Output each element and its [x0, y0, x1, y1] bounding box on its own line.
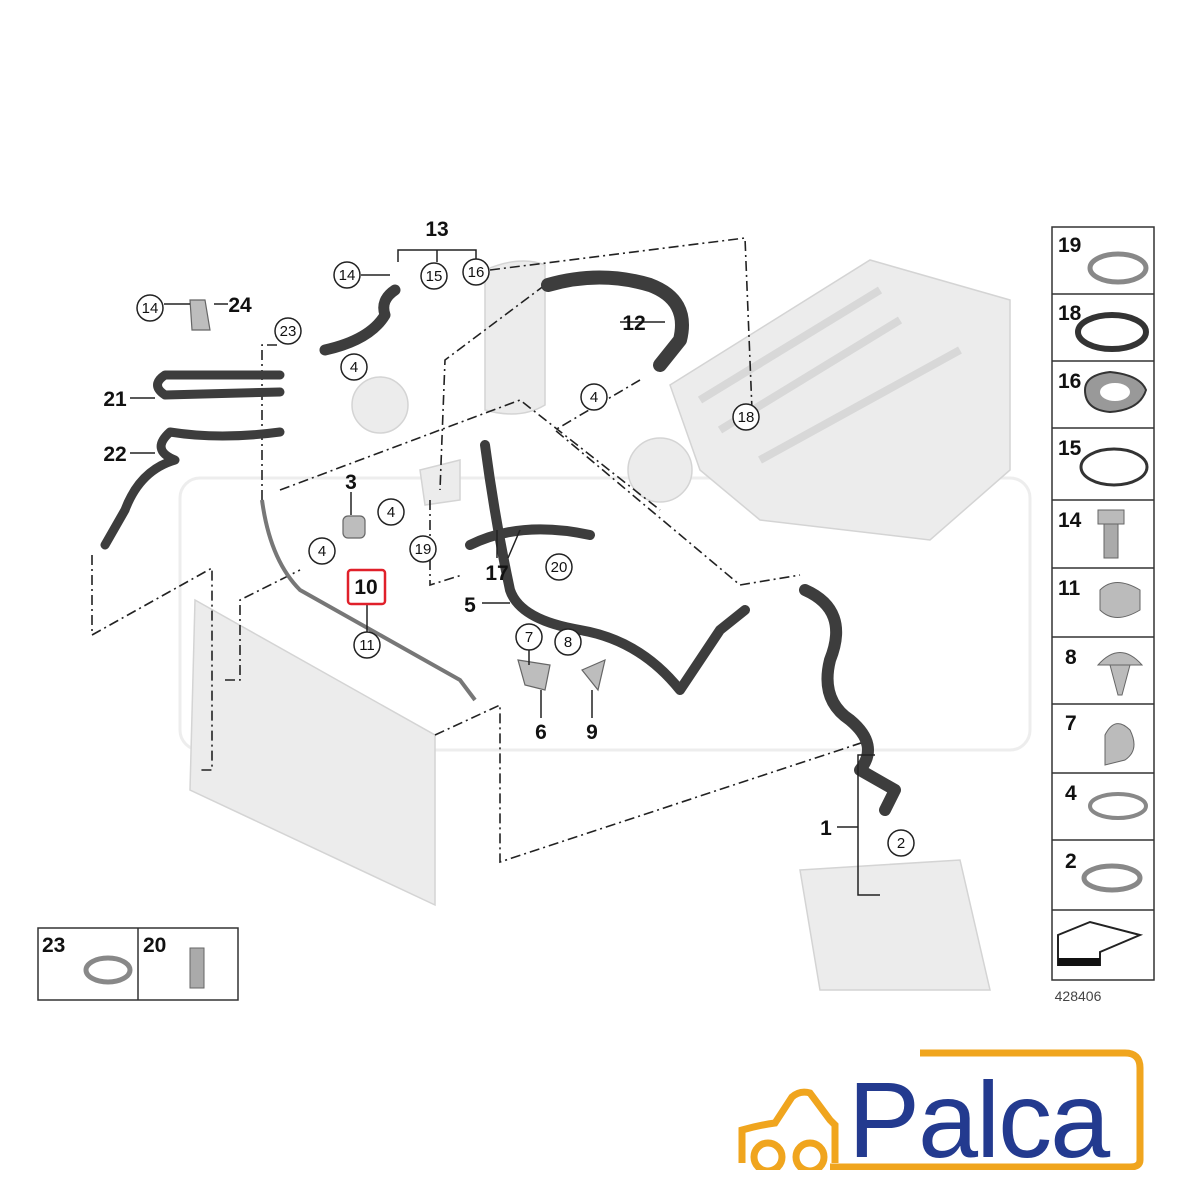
callout-12: 12	[622, 312, 645, 335]
callout-15: 15	[426, 268, 443, 285]
clip-icon	[1099, 582, 1141, 618]
legend-18: 18	[1058, 302, 1082, 325]
seal-ring-icon	[1079, 447, 1149, 487]
callout-4-right: 4	[590, 389, 598, 406]
expansion-tank	[484, 260, 546, 415]
holder-clip-icon	[1104, 723, 1135, 766]
water-pump	[799, 859, 991, 991]
thermostat-housing	[351, 376, 693, 506]
legend-2: 2	[1065, 850, 1077, 873]
callout-1: 1	[820, 817, 832, 840]
side-legend: 19 18 16 15 14 11 8 7 4 2 428406	[1051, 226, 1155, 1004]
callout-22: 22	[103, 443, 126, 466]
car-icon	[738, 1088, 839, 1163]
o-ring-icon	[1075, 312, 1149, 352]
clamp-icon	[83, 955, 133, 985]
spring-clamp-icon	[1088, 792, 1148, 820]
legend-15: 15	[1058, 437, 1082, 460]
callout-20: 20	[551, 559, 568, 576]
callout-4-top: 4	[350, 359, 358, 376]
palca-logo: Palca	[730, 1045, 1150, 1170]
legend-20: 20	[143, 934, 166, 957]
callout-10-highlighted: 10	[354, 576, 377, 599]
bolt-icon	[1103, 521, 1119, 559]
callout-24: 24	[228, 294, 252, 317]
callout-6: 6	[535, 721, 547, 744]
bolt-icon	[189, 947, 205, 989]
legend-8: 8	[1065, 646, 1077, 669]
band-clamp-icon	[1081, 863, 1143, 893]
callouts-plain: 13 24 12 21 22 3 17 5 6 9 1 10	[103, 218, 832, 840]
logo-graphic: Palca	[738, 1049, 1144, 1170]
hose-clamp-icon	[1087, 251, 1149, 285]
callout-19: 19	[415, 541, 432, 558]
bottom-legend: 23 20	[37, 927, 239, 1001]
palca-watermark	[178, 476, 1032, 752]
callout-23: 23	[280, 323, 297, 340]
callout-4-left: 4	[318, 543, 326, 560]
legend-4: 4	[1065, 782, 1077, 805]
legend-7: 7	[1065, 712, 1077, 735]
callout-7: 7	[525, 629, 533, 646]
callout-14-bracket: 14	[142, 300, 159, 317]
expanding-rivet-icon	[1096, 652, 1144, 696]
callout-3: 3	[345, 471, 357, 494]
callout-11: 11	[359, 637, 375, 654]
callout-14-bolt: 14	[339, 267, 356, 284]
callouts-circled	[136, 258, 915, 857]
callout-4-mid: 4	[387, 504, 395, 521]
engine-block	[669, 259, 1011, 541]
callout-8: 8	[564, 634, 572, 651]
legend-14: 14	[1058, 509, 1082, 532]
callout-5: 5	[464, 594, 476, 617]
legend-16: 16	[1058, 370, 1081, 393]
legend-23: 23	[42, 934, 65, 957]
leader-lines	[130, 249, 880, 896]
callout-13: 13	[425, 218, 448, 241]
logo-text: Palca	[848, 1059, 1111, 1170]
callout-2: 2	[897, 835, 905, 852]
callout-16: 16	[468, 264, 485, 281]
callout-17: 17	[485, 562, 508, 585]
callout-18: 18	[738, 409, 755, 426]
callout-circle-labels: 14 15 16 14 23 4 4 18 4 4 19 20 11 7 8 2	[142, 264, 906, 852]
legend-11: 11	[1058, 577, 1081, 600]
legend-19: 19	[1058, 234, 1081, 257]
callout-21: 21	[103, 388, 127, 411]
small-parts	[189, 299, 606, 692]
hoses	[100, 270, 901, 816]
callout-9: 9	[586, 721, 598, 744]
diagram-reference-number: 428406	[1055, 988, 1102, 1004]
highlight-box-10	[346, 568, 387, 606]
radiator	[189, 598, 436, 907]
